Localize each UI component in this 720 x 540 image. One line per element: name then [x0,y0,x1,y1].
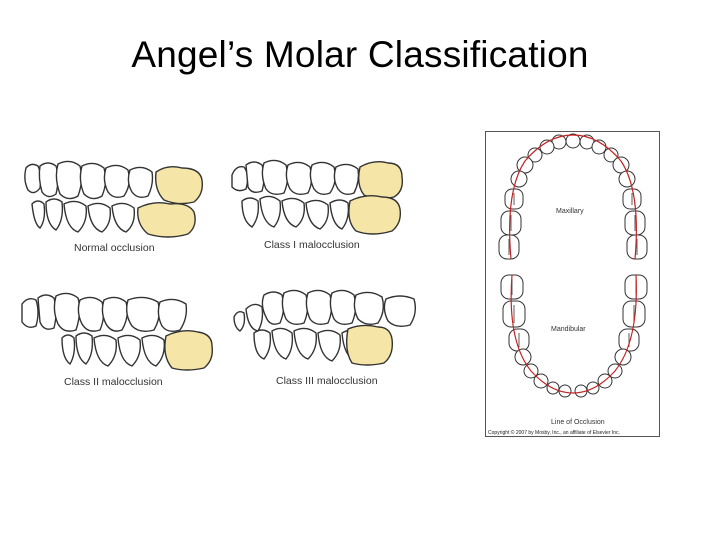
upper-first-molar [154,165,204,205]
lower-first-molar [137,201,196,238]
normal-occlusion-panel: Normal occlusion [24,160,204,254]
class-ii-panel: Class II malocclusion [21,292,214,388]
maxillary-occlusion-line [509,134,637,260]
mandibular-label: Mandibular [551,326,586,333]
line-of-occlusion-label: Line of Occlusion [551,419,605,426]
maxillary-label: Maxillary [556,208,584,215]
lower-first-molar [164,329,214,371]
panel-caption: Class III malocclusion [276,375,378,387]
mandibular-occlusion-line [510,274,637,394]
lower-first-molar [345,324,394,366]
lower-first-molar [348,194,402,235]
upper-first-molar [357,160,404,200]
slide-title: Angel’s Molar Classification [131,34,589,75]
class-iii-panel: Class III malocclusion [233,289,417,387]
panel-caption: Normal occlusion [74,242,155,254]
panel-caption: Class II malocclusion [64,376,163,388]
panel-caption: Class I malocclusion [264,239,360,251]
copyright-text: Copyright © 2007 by Mosby, Inc., an affi… [488,429,620,436]
dental-arch-figure: Maxillary Mandibular Line of Occlusion C… [485,131,660,437]
class-i-panel: Class I malocclusion [231,159,404,251]
